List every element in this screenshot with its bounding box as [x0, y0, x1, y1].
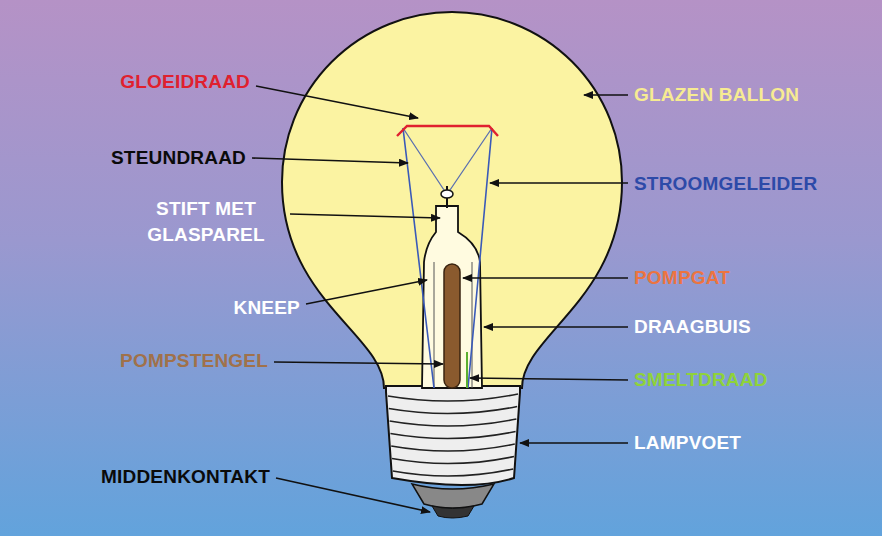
glass-globe — [282, 12, 622, 388]
lamp-base — [386, 386, 520, 485]
part-label: STEUNDRAAD — [111, 145, 246, 171]
part-label: KNEEP — [234, 295, 300, 321]
screw-threads — [388, 394, 518, 476]
part-label: STIFT MET GLASPAREL — [126, 196, 286, 247]
lead-in-wires — [403, 128, 492, 388]
center-contact-tip — [432, 506, 474, 518]
part-label: SMELTDRAAD — [634, 367, 768, 393]
filament — [397, 126, 498, 136]
part-label: POMPGAT — [634, 265, 730, 291]
glass-bead — [441, 190, 453, 198]
part-label: MIDDENKONTAKT — [101, 464, 270, 490]
pump-stem — [444, 264, 460, 388]
support-wires — [403, 128, 492, 190]
part-label: GLOEIDRAAD — [120, 69, 250, 95]
mount-tube-inner — [434, 262, 472, 388]
part-label: GLAZEN BALLON — [634, 82, 799, 108]
leader-lines — [252, 86, 628, 512]
center-contact — [412, 484, 494, 508]
part-label: STROOMGELEIDER — [634, 171, 817, 197]
part-label: LAMPVOET — [634, 430, 741, 456]
fuse-wire — [466, 352, 468, 388]
part-label: POMPSTENGEL — [120, 348, 268, 374]
part-label: DRAAGBUIS — [634, 314, 751, 340]
